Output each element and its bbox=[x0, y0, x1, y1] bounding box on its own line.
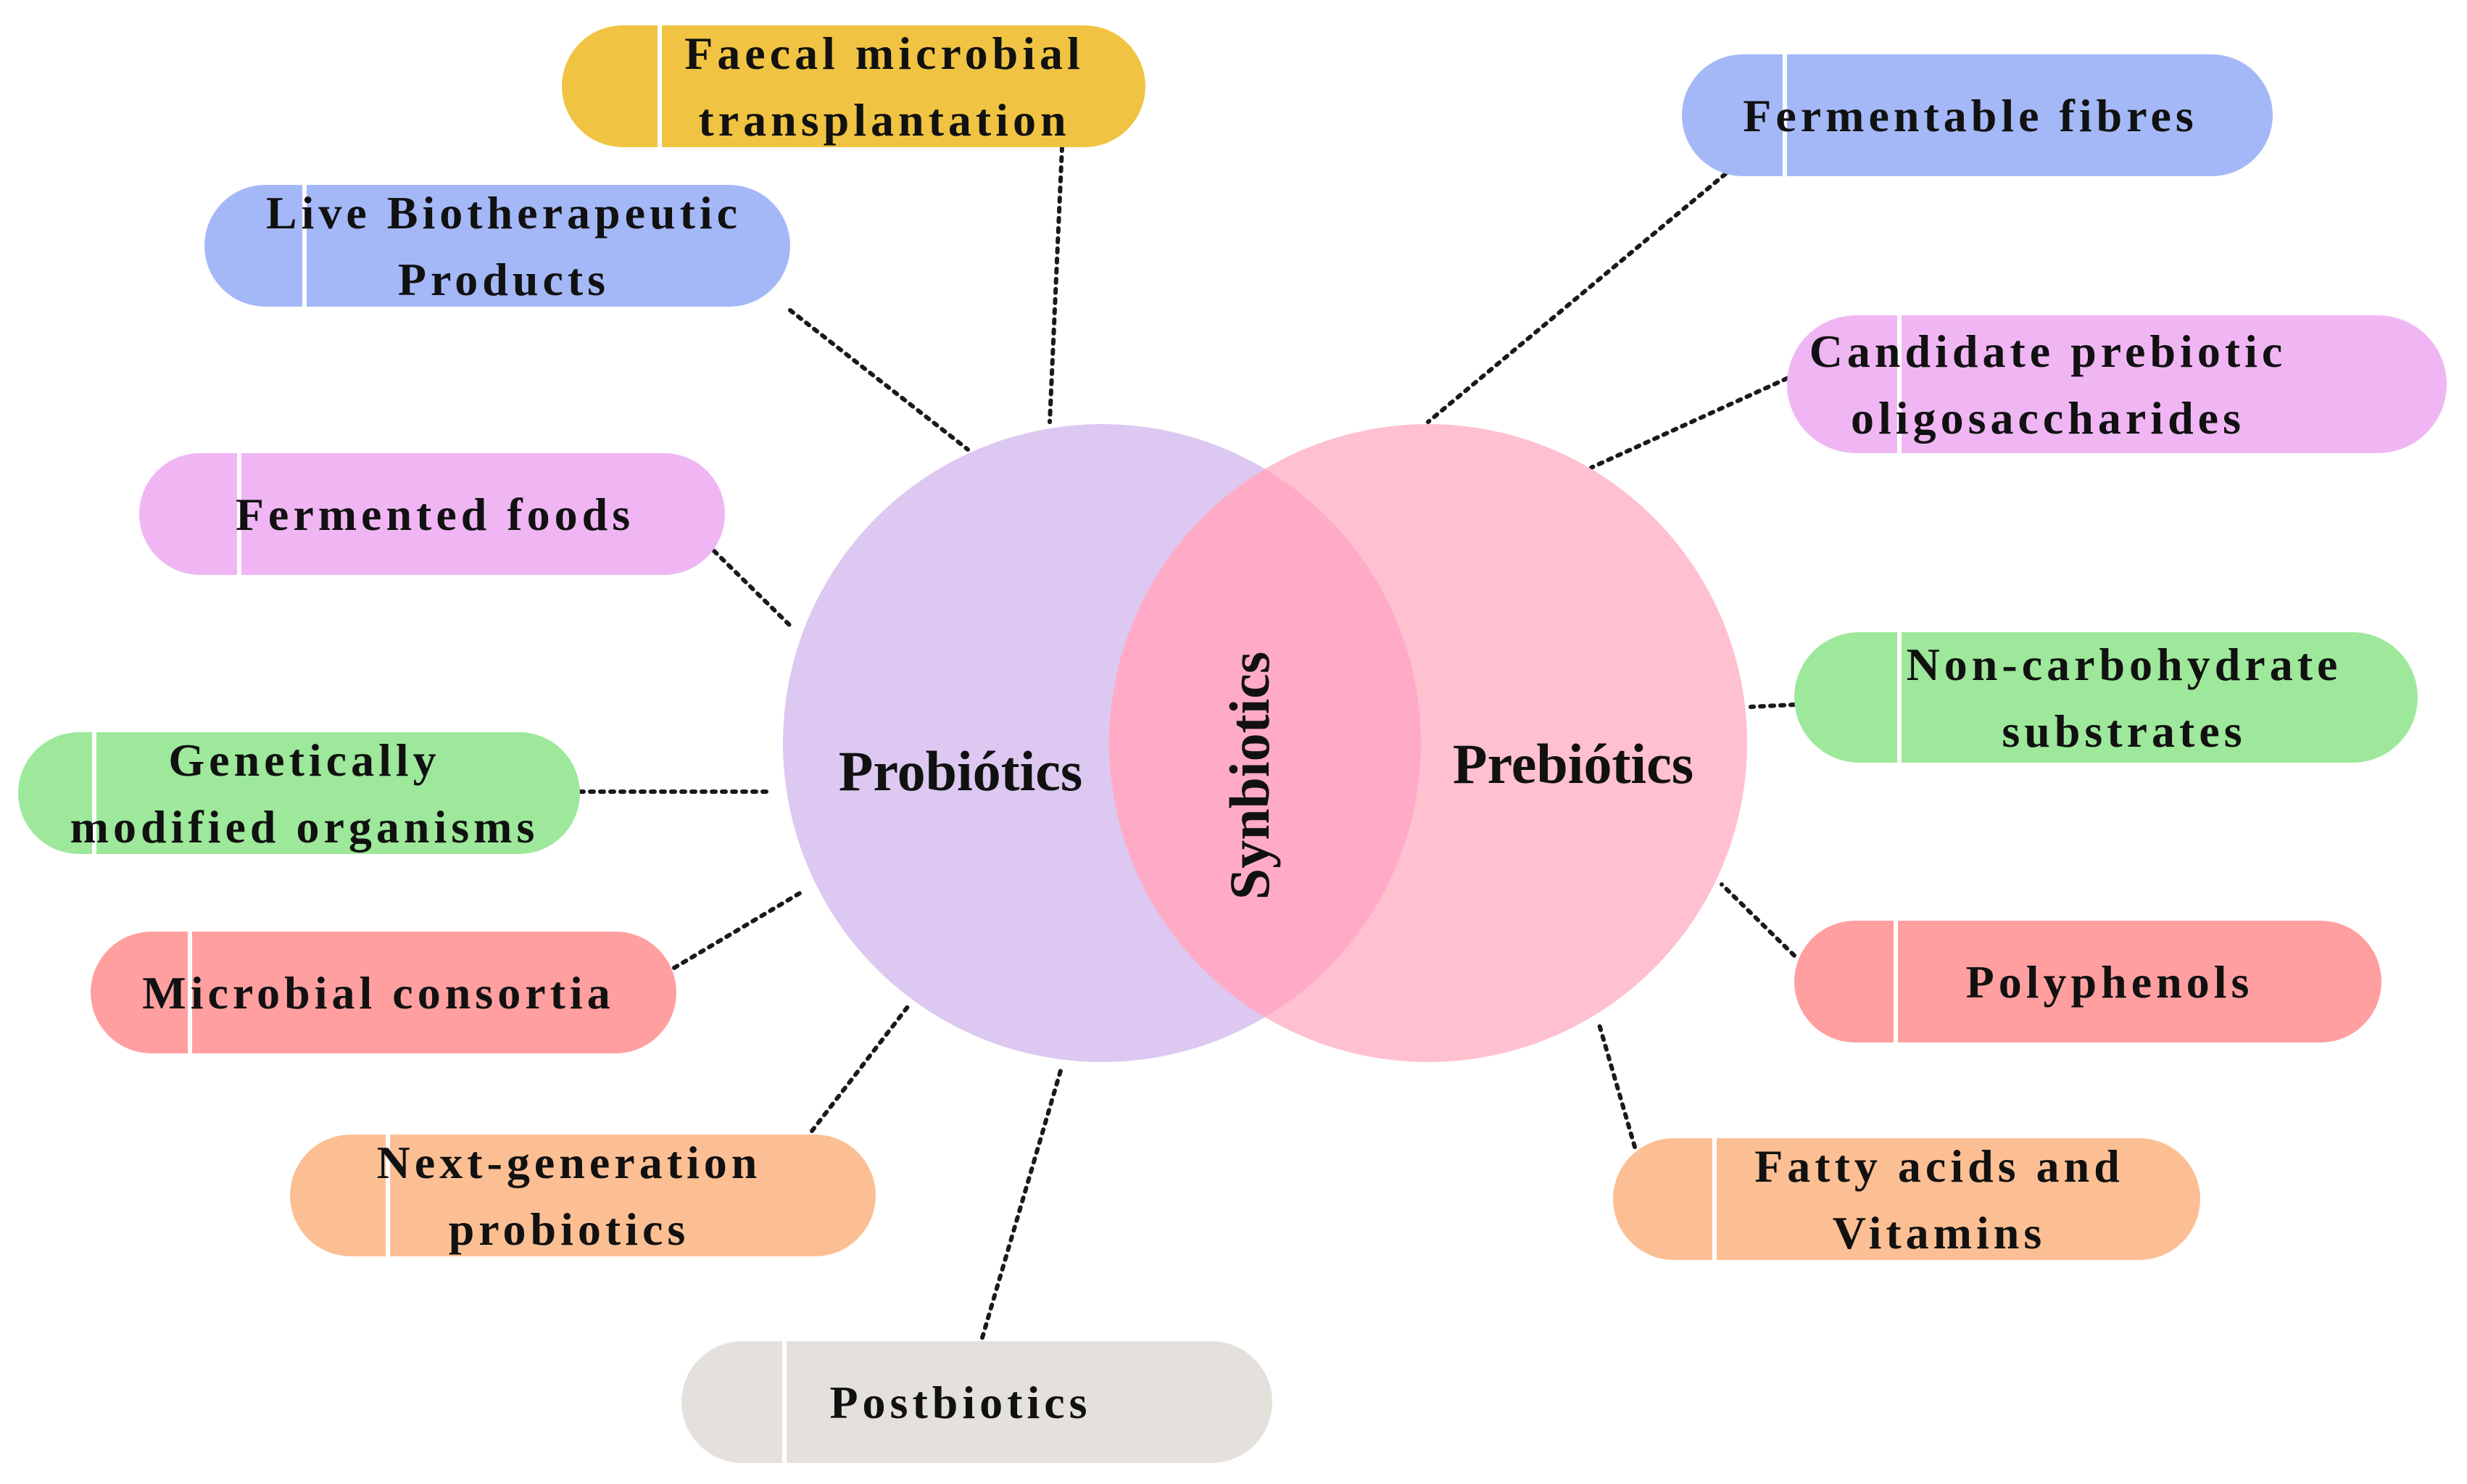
pill-background bbox=[1794, 632, 2418, 763]
pill-postbiotics: Postbiotics bbox=[681, 1341, 1272, 1463]
pill-background bbox=[91, 932, 676, 1053]
pill-faecal-microbial-transplantation: Faecal microbial transplantation bbox=[562, 25, 1145, 147]
connector-fatty-acids-and-vitamins bbox=[1596, 1020, 1637, 1149]
synbiotics-label: Synbiotics bbox=[1218, 652, 1281, 900]
prebiotics-label: Prebiótics bbox=[1453, 732, 1693, 795]
synbiotics-overlap bbox=[1109, 424, 1421, 1062]
pill-label: modified organisms bbox=[70, 801, 539, 853]
pill-label: transplantation bbox=[698, 94, 1070, 146]
pill-microbial-consortia: Microbial consortia bbox=[91, 932, 676, 1053]
connector-non-carbohydrate-substrates bbox=[1749, 702, 1796, 709]
pill-label: Polyphenols bbox=[1966, 956, 2254, 1008]
pill-non-carbohydrate-substrates: Non-carbohydrate substrates bbox=[1794, 632, 2418, 763]
pill-label: Next-generation bbox=[377, 1137, 762, 1188]
pill-background bbox=[681, 1341, 1272, 1463]
pill-background bbox=[1794, 921, 2381, 1042]
pill-candidate-prebiotic-oligosaccharides: Candidate prebiotic oligosaccharides bbox=[1787, 315, 2447, 453]
pill-label: Faecal microbial bbox=[684, 28, 1085, 79]
connector-faecal-microbial-transplantation bbox=[1048, 145, 1064, 424]
connector-candidate-prebiotic-oligosaccharides bbox=[1589, 376, 1789, 470]
connector-polyphenols bbox=[1720, 882, 1796, 958]
pill-label: Postbiotics bbox=[829, 1377, 1091, 1428]
pill-background bbox=[290, 1135, 876, 1256]
venn-circles: Probiótics Synbiotics Prebiótics bbox=[783, 424, 1747, 1062]
connector-lines bbox=[578, 145, 1796, 1340]
pill-background bbox=[1613, 1138, 2200, 1260]
pill-polyphenols: Polyphenols bbox=[1794, 921, 2381, 1042]
pill-label: Vitamins bbox=[1833, 1207, 2047, 1259]
pill-label: Fatty acids and bbox=[1754, 1140, 2124, 1192]
pill-label: Products bbox=[398, 254, 610, 305]
pill-label: oligosaccharides bbox=[1851, 392, 2245, 444]
connector-live-biotherapeutic-products bbox=[788, 308, 970, 452]
pill-label: Microbial consortia bbox=[142, 967, 614, 1019]
pill-label: Fermentable fibres bbox=[1743, 90, 2198, 141]
connector-microbial-consortia bbox=[672, 888, 807, 970]
pill-background bbox=[139, 453, 725, 575]
pill-next-generation-probiotics: Next-generation probiotics bbox=[290, 1135, 876, 1256]
pill-genetically-modified-organisms: Genetically modified organisms bbox=[18, 732, 580, 854]
pill-background bbox=[204, 185, 790, 307]
connector-fermented-foods bbox=[712, 549, 794, 629]
pill-label: Live Biotherapeutic bbox=[266, 187, 742, 239]
pill-label: probiotics bbox=[449, 1203, 690, 1255]
pill-background bbox=[1787, 315, 2447, 453]
pill-background bbox=[562, 25, 1145, 147]
connector-fermentable-fibres bbox=[1426, 172, 1728, 424]
connector-postbiotics bbox=[980, 1064, 1064, 1340]
pill-fermented-foods: Fermented foods bbox=[139, 453, 725, 575]
pill-label: substrates bbox=[2002, 705, 2246, 757]
connector-next-generation-probiotics bbox=[810, 1002, 912, 1133]
pill-background bbox=[1682, 54, 2273, 176]
pill-label: Non-carbohydrate bbox=[1907, 639, 2342, 690]
pill-label: Candidate prebiotic bbox=[1809, 326, 2287, 377]
pill-label: Genetically bbox=[168, 734, 440, 786]
pill-fermentable-fibres: Fermentable fibres bbox=[1682, 54, 2273, 176]
pill-label: Fermented foods bbox=[236, 489, 634, 540]
pill-background bbox=[18, 732, 580, 854]
probiotics-label: Probiótics bbox=[839, 739, 1083, 803]
